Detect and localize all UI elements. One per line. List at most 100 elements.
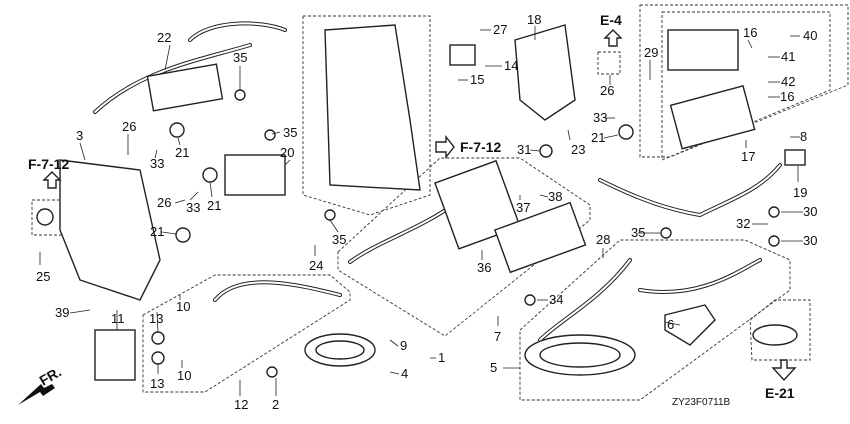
grommet-21b xyxy=(202,167,218,183)
part-number-label: 15 xyxy=(470,72,484,87)
nut-35c xyxy=(324,209,336,221)
nut-31 xyxy=(539,144,553,158)
part-number-label: 23 xyxy=(571,142,585,157)
nut-30a xyxy=(768,206,780,218)
part-number-label: 10 xyxy=(177,368,191,383)
leader-line xyxy=(154,149,158,159)
grommet-13a xyxy=(151,331,165,345)
control-bracket xyxy=(324,24,421,191)
front-arrow-icon xyxy=(18,384,55,405)
fuse-box-group xyxy=(639,4,849,158)
part-number-label: 26 xyxy=(122,119,136,134)
part-number-label: 37 xyxy=(516,200,530,215)
leader-line xyxy=(161,231,177,235)
fuse-box-base xyxy=(669,85,756,150)
sensor-14 xyxy=(449,44,476,66)
part-number-label: 8 xyxy=(800,129,807,144)
leader-line xyxy=(69,309,91,314)
panel-11 xyxy=(94,329,136,381)
leader-line xyxy=(747,39,753,49)
part-number-label: 40 xyxy=(803,28,817,43)
harness-7-box xyxy=(337,157,591,337)
leader-line xyxy=(177,137,181,146)
leader-line xyxy=(189,191,199,201)
bracket-18 xyxy=(514,24,576,121)
part-number-label: 33 xyxy=(186,200,200,215)
grommet-21c xyxy=(175,227,191,243)
nut-35d xyxy=(660,227,672,239)
grommet-13b xyxy=(151,351,165,365)
part-number-label: 35 xyxy=(233,50,247,65)
part-number-label: 2 xyxy=(272,397,279,412)
control-unit-7 xyxy=(434,159,521,250)
part-number-label: 34 xyxy=(549,292,563,307)
grommet xyxy=(36,208,54,226)
part-number-label: 26 xyxy=(157,195,171,210)
part-number-label: 16 xyxy=(780,89,794,104)
part-number-label: 12 xyxy=(234,397,248,412)
fuse-holder xyxy=(493,201,587,274)
part-number-label: 7 xyxy=(494,329,501,344)
part-number-label: 33 xyxy=(593,110,607,125)
drawing-code: ZY23F0711B xyxy=(672,397,731,408)
clip-19 xyxy=(784,149,806,166)
cable-5-box xyxy=(519,239,791,401)
clamp-34 xyxy=(524,294,536,306)
fuse-box-40-box xyxy=(661,11,831,161)
part-number-label: 24 xyxy=(309,258,323,273)
grommet-21a xyxy=(169,122,185,138)
part-number-label: 30 xyxy=(803,233,817,248)
rectifier-20 xyxy=(224,154,286,196)
leader-line xyxy=(164,44,171,71)
part-number-label: 17 xyxy=(741,149,755,164)
leader-line xyxy=(271,131,281,135)
part-number-label: 10 xyxy=(176,299,190,314)
arrow-down-icon xyxy=(771,359,797,382)
leader-line xyxy=(79,142,86,161)
part-number-label: 30 xyxy=(803,204,817,219)
ignition-coil-22 xyxy=(146,63,224,112)
part-number-label: 4 xyxy=(401,366,408,381)
reference-page-label[interactable]: E-21 xyxy=(765,385,795,401)
part-number-label: 20 xyxy=(280,145,294,160)
leader-line xyxy=(329,219,339,233)
part-number-label: 33 xyxy=(150,156,164,171)
part-number-label: 35 xyxy=(332,232,346,247)
leader-line xyxy=(209,181,213,198)
part-number-label: 39 xyxy=(55,305,69,320)
part-number-label: 21 xyxy=(150,224,164,239)
reference-page-label[interactable]: F-7-12 xyxy=(28,156,69,172)
part-number-label: 25 xyxy=(36,269,50,284)
part-number-label: 42 xyxy=(781,74,795,89)
bracket-3 xyxy=(59,159,161,301)
part-number-label: 13 xyxy=(150,376,164,391)
arrow-up-icon xyxy=(42,171,62,189)
part-number-label: 14 xyxy=(504,58,518,73)
part-number-label: 22 xyxy=(157,30,171,45)
reference-page-label[interactable]: E-4 xyxy=(600,12,622,28)
part-number-label: 3 xyxy=(76,128,83,143)
part-number-label: 21 xyxy=(207,198,221,213)
leader-line xyxy=(664,321,681,326)
arrow-up-icon xyxy=(603,29,623,47)
harness-12-box xyxy=(142,274,351,393)
part-number-label: 32 xyxy=(736,216,750,231)
e21-box xyxy=(749,299,811,361)
grommet-21d xyxy=(618,124,634,140)
cap-6 xyxy=(664,304,716,346)
part-number-label: 35 xyxy=(283,125,297,140)
reference-page-label[interactable]: F-7-12 xyxy=(460,139,501,155)
part-number-label: 28 xyxy=(596,232,610,247)
leader-line xyxy=(567,129,571,141)
battery-cable-coil-inner xyxy=(539,342,621,368)
part-number-label: 5 xyxy=(490,360,497,375)
arrow-right-icon xyxy=(435,135,455,159)
part-number-label: 19 xyxy=(793,185,807,200)
fuse-box-cover xyxy=(667,29,739,71)
leader-line xyxy=(174,199,186,204)
extension-cable-coil-inner xyxy=(315,340,365,360)
part-number-label: 13 xyxy=(149,311,163,326)
leader-line xyxy=(389,371,400,375)
